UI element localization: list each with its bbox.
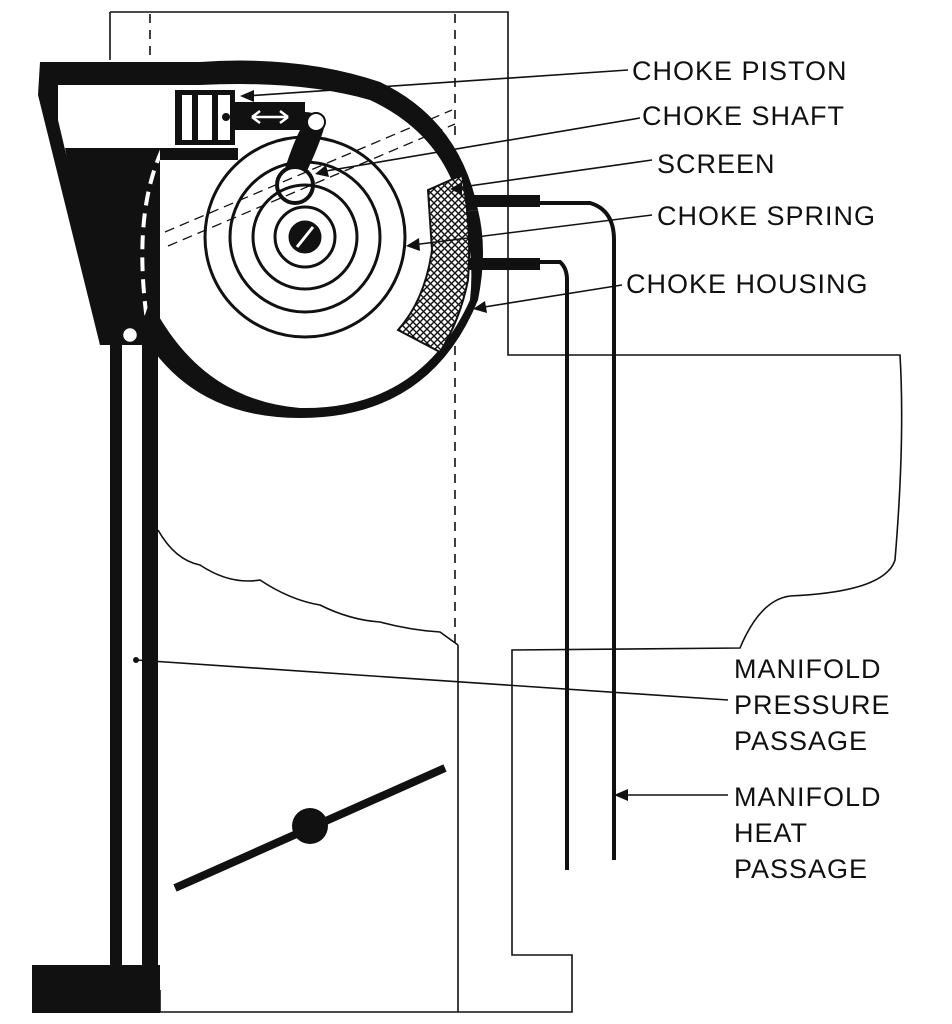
label-manifold-pressure-line2: PRESSURE <box>734 690 891 720</box>
choke-housing-body <box>38 60 483 418</box>
pressure-passage-tube <box>110 325 158 990</box>
label-manifold-heat-line2: HEAT <box>734 818 808 848</box>
base-block <box>32 965 160 1013</box>
leader-lines <box>135 69 729 796</box>
throttle-plate <box>173 764 447 892</box>
label-manifold-heat-line3: PASSAGE <box>734 854 868 884</box>
arrowheads <box>133 90 628 801</box>
cutaway-line <box>157 529 459 646</box>
label-manifold-pressure-line1: MANIFOLD <box>734 654 882 684</box>
label-manifold-pressure-line3: PASSAGE <box>734 726 868 756</box>
label-choke-spring: CHOKE SPRING <box>657 201 876 231</box>
screen <box>396 173 471 354</box>
label-manifold-heat-line1: MANIFOLD <box>734 782 882 812</box>
choke-valve-lines <box>164 109 456 247</box>
label-choke-piston: CHOKE PISTON <box>632 56 848 86</box>
label-manifold-pressure-passage: MANIFOLD PRESSURE PASSAGE <box>734 654 891 756</box>
label-screen: SCREEN <box>657 149 776 179</box>
choke-spring <box>203 135 407 339</box>
label-choke-housing: CHOKE HOUSING <box>626 269 869 299</box>
air-horn-dashes <box>149 14 456 645</box>
heat-tubes <box>468 195 616 870</box>
choke-piston <box>160 90 305 160</box>
label-manifold-heat-passage: MANIFOLD HEAT PASSAGE <box>734 782 882 884</box>
label-choke-shaft: CHOKE SHAFT <box>642 101 845 131</box>
